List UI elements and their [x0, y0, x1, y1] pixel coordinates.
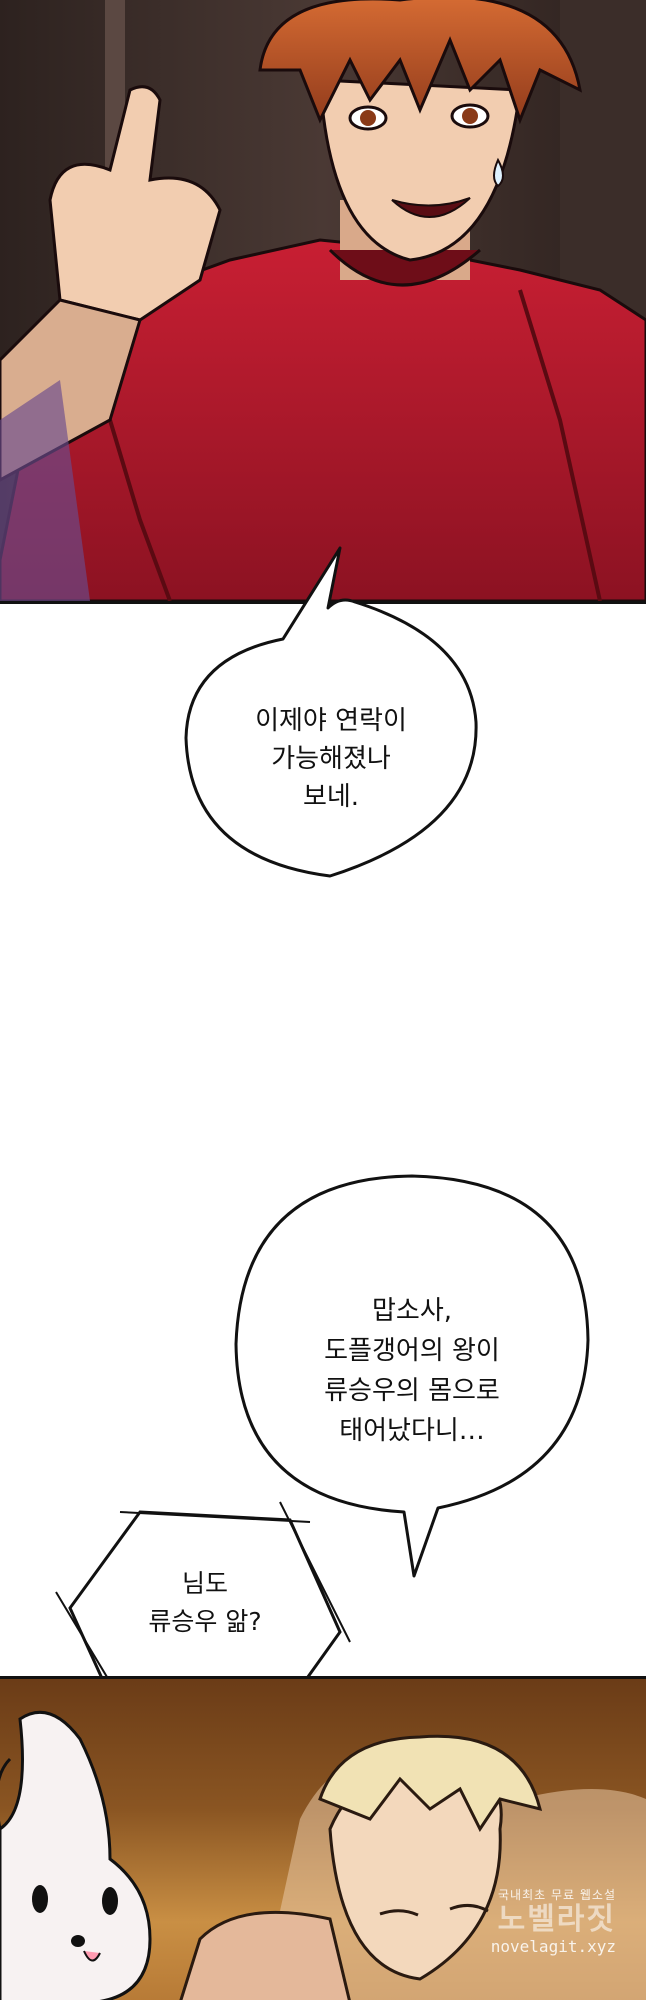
- thought-box-text: 님도 류승우 앎?: [148, 1569, 262, 1636]
- panel-red-shirt-character: [0, 0, 646, 604]
- speech-bubble-1: 이제야 연락이 가능해졌나 보네.: [180, 538, 482, 880]
- speech-bubble-2: 맙소사, 도플갱어의 왕이 류승우의 몸으로 태어났다니…: [232, 1172, 592, 1580]
- watermark-tagline: 국내최초 무료 웹소설: [498, 1888, 616, 1902]
- watermark-url: novelagit.xyz: [490, 1937, 616, 1956]
- speech-bubble-shape: [234, 1174, 590, 1578]
- speech-bubble-shape: [184, 546, 478, 878]
- site-watermark: 국내최초 무료 웹소설 노벨라짓 novelagit.xyz: [426, 1886, 616, 1956]
- speech-bubble-1-text: 이제야 연락이 가능해졌나 보네.: [255, 706, 407, 812]
- scene-illustration: [0, 1710, 646, 2000]
- character-illustration: [0, 0, 646, 601]
- panel-rabbit-and-man: [0, 1676, 646, 2000]
- watermark-logo-text: 노벨라짓: [497, 1902, 616, 1937]
- speech-bubble-2-text: 맙소사, 도플갱어의 왕이 류승우의 몸으로 태어났다니…: [324, 1296, 500, 1446]
